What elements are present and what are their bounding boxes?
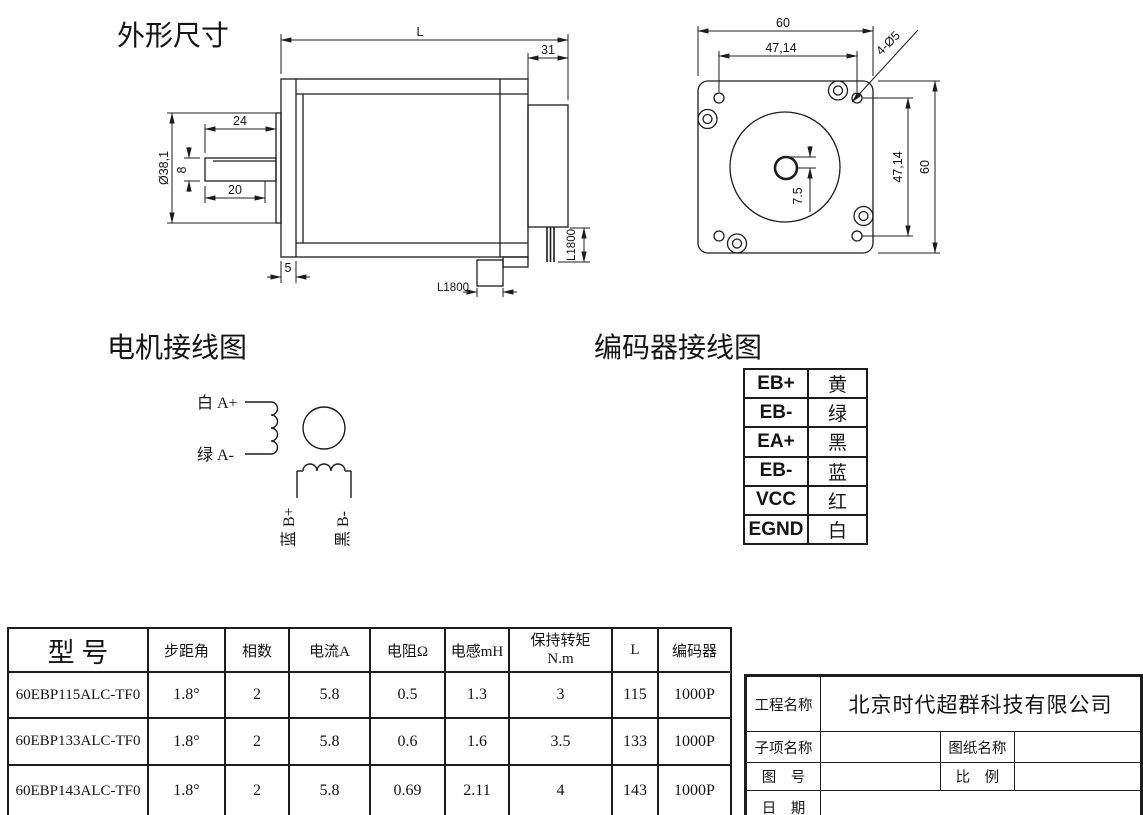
spec-row: 60EBP115ALC-TF0 1.8° 2 5.8 0.5 1.3 3 115… bbox=[7, 671, 732, 719]
encoder-signal: VCC bbox=[743, 484, 809, 516]
encoder-signal: EB+ bbox=[743, 367, 809, 400]
section-title-motor-wiring: 电机接线图 bbox=[107, 333, 248, 364]
dimension-drawings: L 31 24 8 20 Ø38,1 bbox=[157, 16, 940, 297]
title-block-row: 日 期 bbox=[745, 790, 1143, 815]
table-row: EB-绿 bbox=[743, 397, 868, 429]
dim-length-label: L bbox=[417, 25, 424, 39]
drawing-name-value bbox=[1013, 731, 1143, 763]
drawing-number-label: 图 号 bbox=[745, 762, 821, 791]
dim-encoder-depth-label: 31 bbox=[541, 43, 555, 57]
encoder-signal: EB- bbox=[743, 397, 809, 429]
dim-shaft-dia-label: 8 bbox=[175, 166, 189, 173]
spec-row: 60EBP133ALC-TF0 1.8° 2 5.8 0.6 1.6 3.5 1… bbox=[7, 717, 732, 766]
drawing-name-label: 图纸名称 bbox=[939, 731, 1015, 763]
wire-b-plus-label: 蓝 B+ bbox=[280, 507, 298, 547]
side-view-dimensions: L 31 24 8 20 Ø38,1 bbox=[157, 25, 590, 297]
shaft bbox=[204, 157, 277, 182]
dim-boss-dia-label: Ø38,1 bbox=[157, 151, 171, 185]
pilot-circle bbox=[729, 111, 841, 223]
spec-header-inductance: 电感mH bbox=[444, 627, 510, 673]
wire-a-plus-label: 白 A+ bbox=[197, 394, 238, 412]
spec-table: 型 号 步距角 相数 电流A 电阻Ω 电感mH 保持转矩 N.m L 编码器 6… bbox=[7, 627, 732, 815]
connector-block bbox=[476, 259, 504, 287]
wire-color: 黄 bbox=[807, 367, 868, 400]
dim-flange-thickness-label: 5 bbox=[285, 261, 292, 275]
wire-color: 白 bbox=[807, 513, 868, 546]
side-view-body bbox=[204, 78, 569, 287]
spec-header-step-angle: 步距角 bbox=[147, 627, 226, 673]
title-block-row: 图 号 比 例 bbox=[745, 762, 1143, 791]
title-block: 工程名称 北京时代超群科技有限公司 子项名称 图纸名称 图 号 比 例 日 期 bbox=[744, 674, 1143, 815]
spec-header-model: 型 号 bbox=[7, 627, 149, 673]
wire-color: 蓝 bbox=[807, 455, 868, 487]
spec-header-resistance: 电阻Ω bbox=[369, 627, 446, 673]
dim-width-label: 60 bbox=[776, 16, 790, 30]
shaft-circle bbox=[773, 155, 799, 181]
date-label: 日 期 bbox=[745, 790, 821, 815]
title-block-row: 子项名称 图纸名称 bbox=[745, 731, 1143, 763]
encoder-signal: EGND bbox=[743, 513, 809, 546]
spec-row: 60EBP143ALC-TF0 1.8° 2 5.8 0.69 2.11 4 1… bbox=[7, 764, 732, 815]
spec-header-encoder: 编码器 bbox=[657, 627, 732, 673]
dim-shaft-flat-label: 7.5 bbox=[791, 187, 805, 204]
front-boss bbox=[275, 112, 282, 224]
front-view-body bbox=[697, 80, 874, 254]
wire-b-minus-label: 黑 B- bbox=[335, 511, 352, 547]
drawing-number-value bbox=[819, 762, 941, 791]
dim-cable-horizontal-label: L1800 bbox=[437, 282, 469, 294]
spec-header-current: 电流A bbox=[288, 627, 371, 673]
spec-header-torque: 保持转矩 N.m bbox=[508, 627, 613, 673]
coil-a bbox=[270, 401, 279, 455]
dim-hole-span-v-label: 47,14 bbox=[891, 151, 905, 182]
subproject-name-value bbox=[819, 731, 941, 763]
table-row: EB-蓝 bbox=[743, 455, 868, 487]
subproject-name-label: 子项名称 bbox=[745, 731, 821, 763]
cable-bundle bbox=[546, 227, 555, 262]
company-name: 北京时代超群科技有限公司 bbox=[819, 675, 1143, 732]
spec-header-phases: 相数 bbox=[224, 627, 290, 673]
dim-cable-vertical-label: L1800 bbox=[566, 229, 578, 261]
wire-color: 红 bbox=[807, 484, 868, 516]
rotor-circle bbox=[302, 406, 346, 450]
scale-label: 比 例 bbox=[939, 762, 1015, 791]
table-row: EA+黑 bbox=[743, 426, 868, 458]
dim-hole-span-h-label: 47,14 bbox=[765, 41, 796, 55]
rear-step bbox=[502, 256, 529, 268]
section-title-outline: 外形尺寸 bbox=[117, 21, 230, 52]
dim-height-label: 60 bbox=[918, 160, 932, 174]
spec-model: 60EBP143ALC-TF0 bbox=[7, 764, 149, 815]
wire-a-minus-label: 绿 A- bbox=[197, 446, 234, 464]
motor-wiring-diagram: 白 A+ 绿 A- 蓝 B+ 黑 B- bbox=[197, 394, 352, 547]
section-title-encoder-wiring: 编码器接线图 bbox=[594, 333, 763, 364]
spec-model: 60EBP133ALC-TF0 bbox=[7, 717, 149, 766]
table-row: EB+黄 bbox=[743, 367, 868, 400]
wire-color: 绿 bbox=[807, 397, 868, 429]
scale-value bbox=[1013, 762, 1143, 791]
dim-shaft-length-label: 24 bbox=[233, 114, 247, 128]
corner-bosses bbox=[697, 80, 874, 254]
encoder-housing bbox=[527, 104, 569, 228]
project-name-label: 工程名称 bbox=[745, 675, 821, 732]
date-value bbox=[819, 790, 1143, 815]
spec-model: 60EBP115ALC-TF0 bbox=[7, 671, 149, 719]
dim-flat-length-label: 20 bbox=[228, 183, 242, 197]
spec-header-length: L bbox=[611, 627, 659, 673]
dim-mounting-holes-label: 4-Ø5 bbox=[873, 28, 903, 58]
spec-header-row: 型 号 步距角 相数 电流A 电阻Ω 电感mH 保持转矩 N.m L 编码器 bbox=[7, 627, 732, 673]
title-block-row: 工程名称 北京时代超群科技有限公司 bbox=[745, 675, 1143, 732]
front-view-dimensions: 60 47,14 4-Ø5 47,14 60 7.5 bbox=[697, 16, 940, 254]
encoder-signal: EA+ bbox=[743, 426, 809, 458]
coil-b bbox=[302, 463, 346, 472]
wire-color: 黑 bbox=[807, 426, 868, 458]
encoder-signal: EB- bbox=[743, 455, 809, 487]
